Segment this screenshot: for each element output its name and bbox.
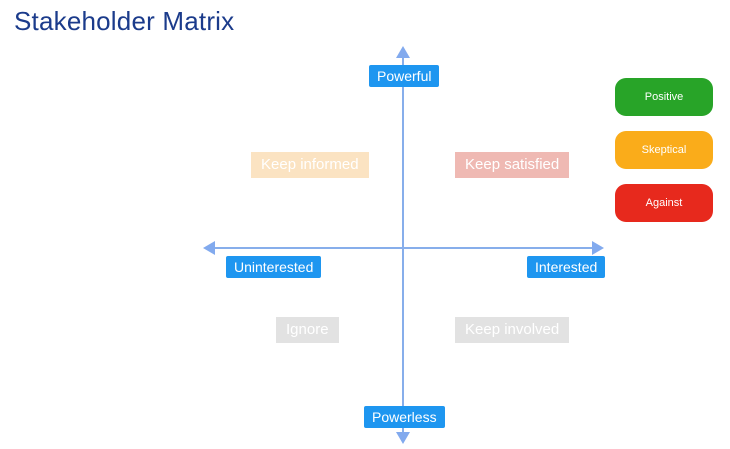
page-title: Stakeholder Matrix	[14, 6, 235, 36]
legend-item-positive: Positive	[615, 78, 713, 116]
axis-label-interested: Interested	[527, 256, 606, 278]
horizontal-axis-line	[211, 247, 595, 249]
axis-arrow-down-icon	[396, 432, 410, 444]
legend: Positive Skeptical Against	[615, 78, 713, 237]
axis-label-uninterested: Uninterested	[226, 256, 322, 278]
axis-arrow-up-icon	[396, 46, 410, 58]
axis-arrow-right-icon	[592, 241, 604, 255]
legend-item-skeptical: Skeptical	[615, 131, 713, 169]
quadrant-label-keep-informed: Keep informed	[251, 152, 369, 178]
legend-item-against: Against	[615, 184, 713, 222]
quadrant-label-keep-satisfied: Keep satisfied	[455, 152, 570, 178]
vertical-axis-line	[402, 56, 404, 437]
axis-label-powerful: Powerful	[369, 65, 440, 87]
axis-label-powerless: Powerless	[364, 406, 445, 428]
quadrant-label-ignore: Ignore	[276, 317, 339, 343]
quadrant-label-keep-involved: Keep involved	[455, 317, 570, 343]
axis-arrow-left-icon	[203, 241, 215, 255]
